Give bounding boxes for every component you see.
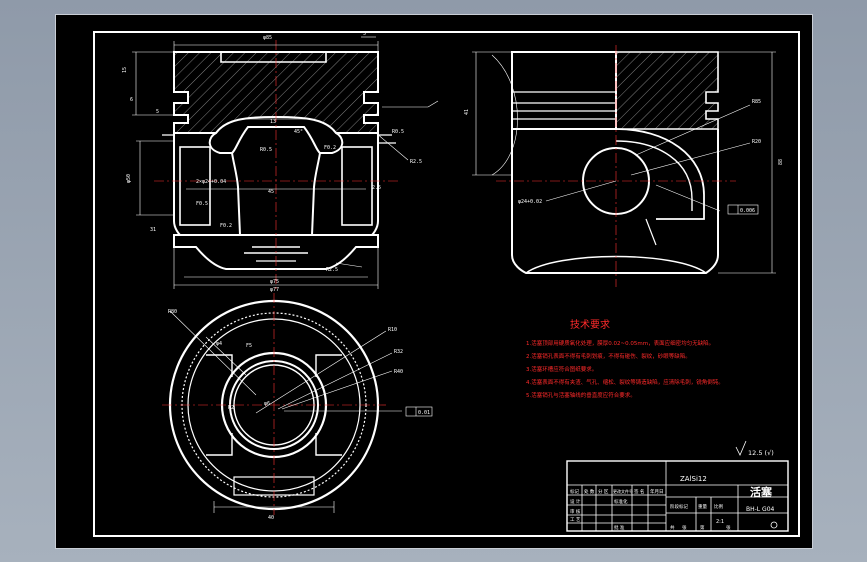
dim-land: 15 [122, 67, 128, 73]
title-label-date: 年月日 [650, 488, 664, 495]
dimension-lines-bottom [162, 293, 433, 515]
title-scale-value: 2:1 [716, 519, 724, 525]
section-view-side [511, 51, 719, 274]
section-view-front [162, 51, 396, 270]
title-label-standard: 标准化 [614, 498, 628, 505]
dimension-lines-front [132, 36, 439, 290]
dim-right-height: 41 [464, 109, 470, 115]
dim-mid: 45 [268, 189, 274, 195]
title-label-count: 处 数 [584, 488, 595, 495]
tech-req-item-4: 4.活塞表面不得有夹渣、气孔、缩松、裂纹等铸造缺陷，应清除毛刺，锐角倒钝。 [526, 378, 724, 386]
tech-req-item-3: 3.活塞环槽应符合图纸要求。 [526, 365, 597, 373]
dimension-lines-side [472, 45, 776, 287]
dim-c-bottom: 40 [268, 515, 274, 521]
title-label-total: 共 [670, 524, 675, 531]
title-label-sheets: 张 [682, 524, 687, 531]
title-label-approve: 批 准 [614, 524, 625, 531]
dim-c-r2: R2 [228, 405, 234, 411]
dim-perp-tol: 0.006 [740, 208, 755, 214]
tech-req-item-2: 2.活塞销孔表面不得有毛刺划痕，不得有碰伤、裂纹，砂眼等缺陷。 [526, 352, 691, 360]
title-label-weight: 重量 [698, 503, 707, 510]
dim-top-width: φ85 [263, 35, 272, 41]
title-label-sheet: 张 [726, 524, 731, 531]
drawing-sheet: φ85 5 15 6 5 R0.5 13 45° R0.5 R2.5 φ50 2… [55, 14, 813, 549]
dim-groove2: 5 [156, 109, 159, 115]
dim-bowl-angle: 45° [294, 129, 303, 135]
dim-c-r10: R10 [388, 327, 397, 333]
dim-f1: F0.5 [196, 201, 208, 207]
dim-c-r32: R32 [394, 349, 403, 355]
dim-bottom-radius: R2.5 [326, 267, 338, 273]
title-label-stage: 阶段标记 [670, 503, 688, 510]
title-label-change: 更改文件号 [613, 488, 633, 494]
title-label-scale: 比例 [714, 503, 723, 510]
dim-pin-dia: φ24+0.02 [518, 199, 542, 205]
dim-height-left: φ50 [126, 174, 132, 183]
roughness-note: 12.5 (√) [748, 449, 774, 457]
title-label-mark: 标记 [570, 488, 579, 495]
title-block-text: ZAlSi12 活塞 BH-L G04 标记 处 数 分 区 更改文件号 签 名… [570, 475, 775, 531]
title-drawing-no: BH-L G04 [746, 506, 775, 513]
dim-r-inner: R20 [752, 139, 761, 145]
dim-chamfer: R0.5 [392, 129, 404, 135]
title-label-sign: 签 名 [634, 488, 644, 495]
dim-c-tol: 0.01 [418, 410, 430, 416]
dim-pin-boss: R2.5 [410, 159, 422, 165]
dim-c-f: F5 [246, 343, 252, 349]
dimension-text-front: φ85 5 15 6 5 R0.5 13 45° R0.5 R2.5 φ50 2… [122, 31, 422, 293]
dim-c-mid: φ6 [264, 401, 270, 407]
drawing-canvas: φ85 5 15 6 5 R0.5 13 45° R0.5 R2.5 φ50 2… [93, 31, 800, 537]
title-block [566, 460, 789, 532]
dim-c-r40: R40 [394, 369, 403, 375]
dimension-text-side: 41 R85 R20 88 φ24+0.02 0.006 [464, 99, 784, 214]
dim-top-right: 5 [363, 31, 366, 37]
title-drawing-name: 活塞 [750, 485, 773, 499]
dimension-text-bottom: R80 φ4 F5 R10 R32 R40 0.01 φ6 R2 40 [168, 309, 430, 521]
title-label-process: 工 艺 [570, 517, 581, 523]
tech-req-item-1: 1.活塞顶部用硬质氧化处理，膜厚0.02~0.05mm，表面应细密均匀无缺陷。 [526, 339, 714, 347]
dim-skirt-left: 31 [150, 227, 156, 233]
roughness-symbol-icon [735, 440, 747, 456]
dim-r-outer: R85 [752, 99, 761, 105]
title-label-review: 审 核 [570, 508, 581, 515]
dim-skirt-bottom1: φ75 [270, 279, 279, 285]
title-label-zone: 分 区 [598, 488, 609, 495]
dim-c-r80: R80 [168, 309, 177, 315]
frame-border [93, 31, 800, 537]
tech-req-item-5: 5.活塞销孔与活塞轴线的垂直度应符合要求。 [526, 391, 636, 399]
dim-f3: F0.2 [324, 145, 336, 151]
dim-bowl-radius: R0.5 [260, 147, 272, 153]
dim-skirt-bottom2: φ77 [270, 287, 279, 293]
dim-f2: F0.2 [220, 223, 232, 229]
tech-requirements: 技术要求 1.活塞顶部用硬质氧化处理，膜厚0.02~0.05mm，表面应细密均匀… [526, 318, 724, 399]
dim-side: 2.5 [372, 185, 381, 191]
title-label-number: 第 [700, 524, 705, 531]
dim-groove1: 6 [130, 97, 133, 103]
dim-pin-label: 2×φ24+0.04 [196, 179, 226, 185]
dim-right-total: 88 [778, 159, 784, 165]
title-material: ZAlSi12 [680, 475, 707, 483]
dim-bowl-dia: 13 [270, 119, 276, 125]
tech-req-title: 技术要求 [570, 318, 610, 331]
dim-c-d: φ4 [216, 341, 222, 347]
title-label-design: 设 计 [570, 498, 581, 505]
